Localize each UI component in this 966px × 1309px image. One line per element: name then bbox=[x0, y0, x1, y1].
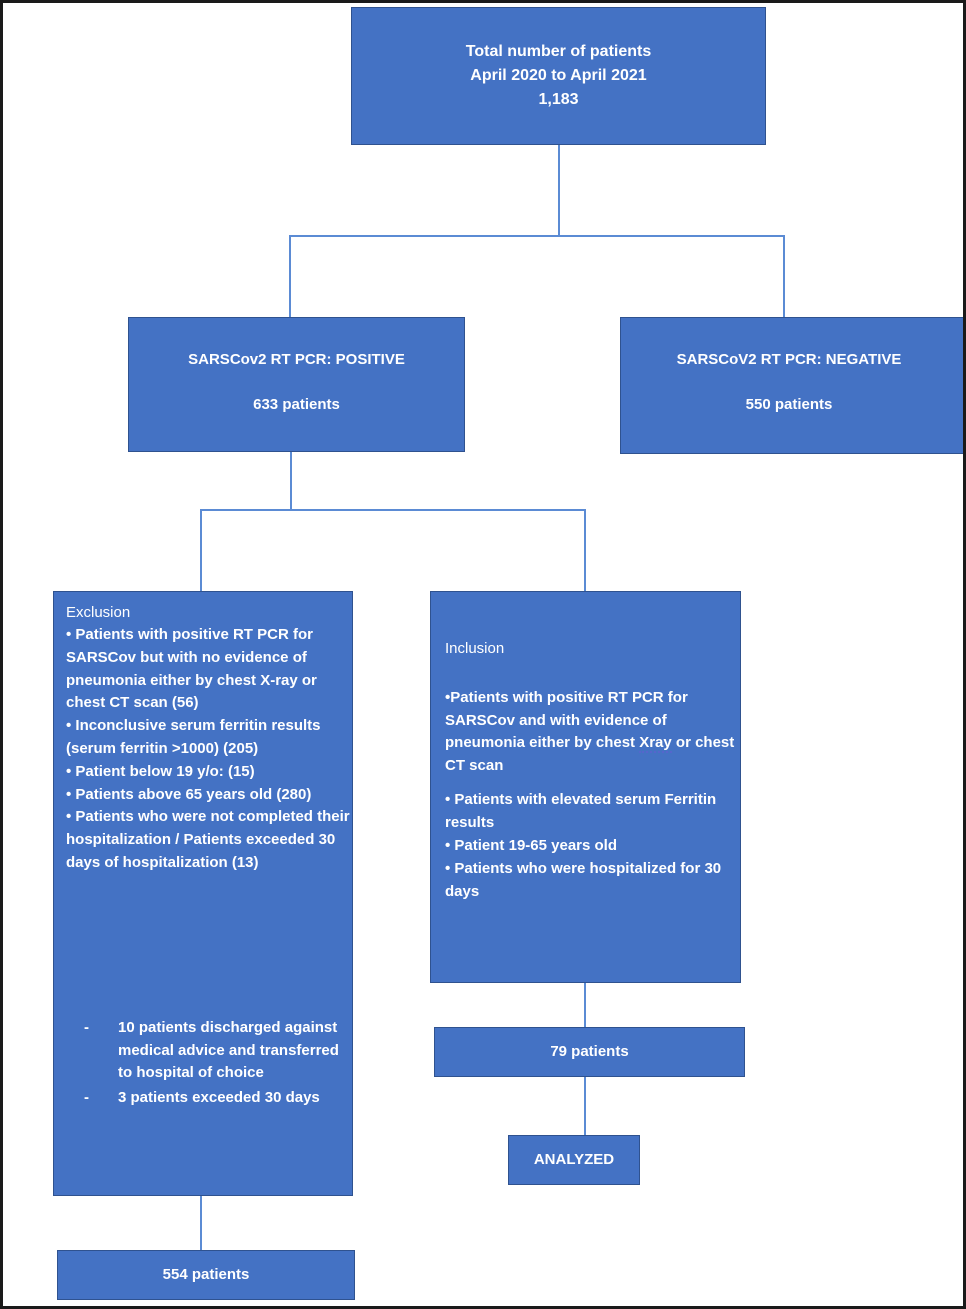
connector-79-to-analyzed bbox=[584, 1077, 586, 1136]
node-total-patients: Total number of patients April 2020 to A… bbox=[351, 7, 766, 145]
connector-level2-horizontal bbox=[200, 509, 586, 511]
node-inclusion-bullet-4: • Patients who were hospitalized for 30 … bbox=[445, 860, 722, 900]
node-inclusion-bullet-1: •Patients with positive RT PCR for SARSC… bbox=[445, 664, 737, 778]
node-inclusion-bullet-2: • Patients with elevated serum Ferritin … bbox=[445, 791, 717, 831]
list-item-dash: - bbox=[84, 1088, 89, 1106]
node-exclusion: Exclusion • Patients with positive RT PC… bbox=[53, 591, 353, 1196]
node-554-patients-label: 554 patients bbox=[162, 1265, 250, 1283]
connector-to-inclusion bbox=[584, 509, 586, 593]
node-pcr-negative-line2: 550 patients bbox=[745, 395, 833, 413]
node-pcr-negative-line1: SARSCoV2 RT PCR: NEGATIVE bbox=[676, 351, 902, 369]
node-pcr-positive: SARSCov2 RT PCR: POSITIVE 633 patients bbox=[128, 317, 465, 452]
connector-to-exclusion bbox=[200, 509, 202, 593]
connector-inclusion-to-79 bbox=[584, 983, 586, 1028]
node-exclusion-heading: Exclusion bbox=[66, 604, 131, 621]
list-item-dash: - bbox=[84, 1019, 89, 1036]
node-inclusion-heading: Inclusion bbox=[445, 640, 505, 657]
node-inclusion-bullet-1-misspelled-word: Xray bbox=[639, 734, 672, 754]
node-inclusion: Inclusion •Patients with positive RT PCR… bbox=[430, 591, 741, 983]
list-item-text: 10 patients discharged against medical a… bbox=[118, 1019, 339, 1081]
node-total-patients-label: Total number of patients April 2020 to A… bbox=[465, 43, 652, 108]
node-analyzed-label: ANALYZED bbox=[533, 1150, 615, 1168]
node-79-patients-label: 79 patients bbox=[550, 1042, 629, 1060]
connector-to-positive bbox=[289, 235, 291, 317]
connector-positive-down bbox=[290, 452, 292, 511]
node-analyzed: ANALYZED bbox=[508, 1135, 640, 1185]
node-pcr-negative: SARSCoV2 RT PCR: NEGATIVE 550 patients bbox=[620, 317, 963, 454]
node-pcr-positive-line1: SARSCov2 RT PCR: POSITIVE bbox=[188, 351, 405, 369]
node-inclusion-bullet-3: • Patient 19-65 years old bbox=[445, 837, 617, 854]
node-pcr-positive-label: SARSCov2 RT PCR: POSITIVE 633 patients bbox=[188, 327, 405, 416]
connector-to-negative bbox=[783, 235, 785, 317]
node-pcr-positive-line2: 633 patients bbox=[253, 395, 340, 413]
node-inclusion-bullet-1-post: or chest CT scan bbox=[445, 734, 735, 775]
node-exclusion-sub-list: - 10 patients discharged against medical… bbox=[84, 1017, 344, 1111]
connector-exclusion-to-554 bbox=[200, 1196, 202, 1251]
node-inclusion-bullet-1-pre: •Patients with positive RT PCR for SARSC… bbox=[445, 688, 688, 752]
connector-level1-horizontal bbox=[289, 235, 785, 237]
connector-total-down bbox=[558, 145, 560, 236]
list-item-text: 3 patients exceeded 30 days bbox=[118, 1088, 320, 1106]
node-554-patients: 554 patients bbox=[57, 1250, 355, 1300]
list-item: - 3 patients exceeded 30 days bbox=[84, 1087, 344, 1110]
node-exclusion-bullets: • Patients with positive RT PCR for SARS… bbox=[66, 626, 350, 871]
node-pcr-negative-label: SARSCoV2 RT PCR: NEGATIVE 550 patients bbox=[677, 327, 902, 416]
node-79-patients: 79 patients bbox=[434, 1027, 745, 1077]
list-item: - 10 patients discharged against medical… bbox=[84, 1017, 344, 1085]
